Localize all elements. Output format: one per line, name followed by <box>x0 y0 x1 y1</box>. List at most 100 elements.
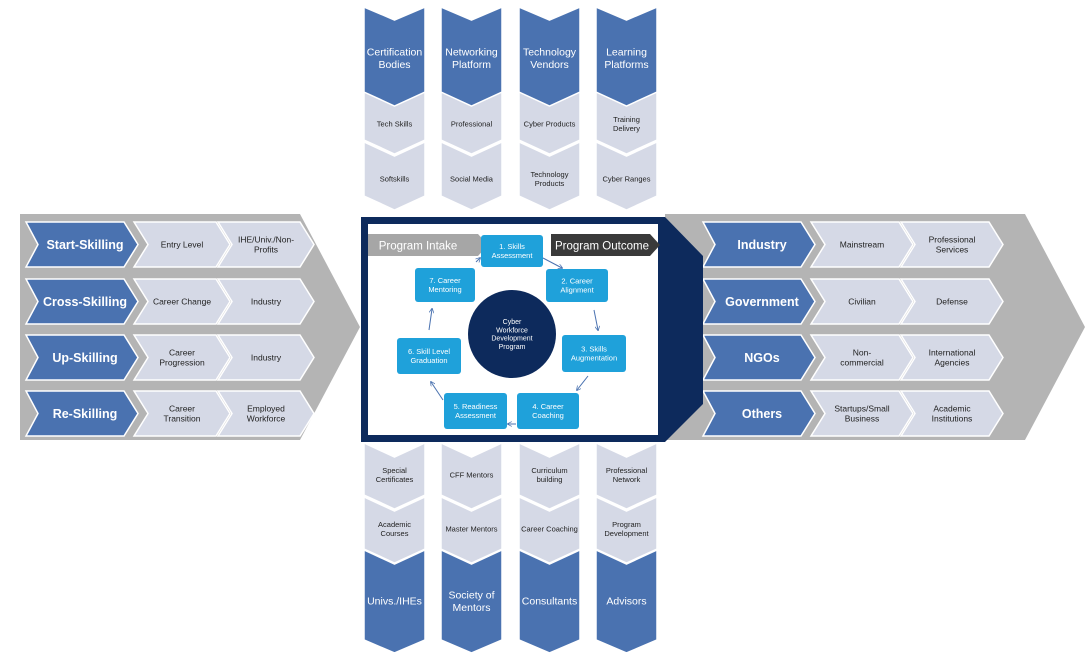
cycle-arrow-5 <box>431 382 444 401</box>
right-row-0-cell-0-label: Mainstream <box>840 239 884 249</box>
top-column-1-cell-1 <box>440 140 503 211</box>
left-row-1-cell-1-label: Industry <box>251 296 282 306</box>
bottom-column-0-cell-0 <box>363 441 426 510</box>
step-box-5 <box>444 393 507 429</box>
left-row-start-skilling: IHE/Univ./Non-Profits Entry Level Start-Sk… <box>24 221 315 268</box>
program-intake-banner <box>368 234 488 256</box>
bottom-column-2-cell-1 <box>518 495 581 564</box>
step-box-6 <box>397 338 461 374</box>
left-row-1-cell-0 <box>132 278 231 325</box>
top-column-3-cell-1-label: Cyber Ranges <box>603 175 651 184</box>
top-column-3-header <box>595 5 658 107</box>
bottom-column-3-header <box>595 548 658 654</box>
left-row-3-cell-0 <box>132 390 231 437</box>
left-row-0-header-label: Start-Skilling <box>46 238 123 252</box>
top-column-0-cell-0-label: Tech Skills <box>377 120 413 129</box>
right-row-2-cell-0-label: Non-commercial <box>840 347 884 367</box>
bottom-column-0-header-label: Univs./IHEs <box>367 596 422 608</box>
right-row-2-cell-1 <box>899 334 1004 381</box>
program-outcome-banner <box>551 234 660 256</box>
step-box-7 <box>415 268 475 302</box>
bottom-column-0-header <box>363 548 426 654</box>
bottom-column-1-cell-1 <box>440 495 503 564</box>
program-intake-label: Program Intake <box>379 241 458 253</box>
bottom-column-3-cell-1 <box>595 495 658 564</box>
left-row-0-header <box>24 221 139 268</box>
right-row-1-header-label: Government <box>725 295 799 309</box>
step-box-1 <box>481 235 543 267</box>
cycle-arrow-3 <box>577 375 589 390</box>
top-column-0-cell-1 <box>363 140 426 211</box>
bottom-column-2-header-label: Consultants <box>522 596 577 608</box>
left-background-arrow <box>20 214 360 440</box>
bottom-column-1-header <box>440 548 503 654</box>
right-row-3-cell-0 <box>809 390 914 437</box>
top-column-0-header <box>363 5 426 107</box>
right-row-3-header <box>701 390 816 437</box>
cycle-arrow-7 <box>476 258 480 262</box>
left-row-3-cell-1 <box>216 390 315 437</box>
left-row-2-header <box>24 334 139 381</box>
right-row-3-header-label: Others <box>742 407 782 421</box>
step-box-2 <box>546 269 608 302</box>
left-row-0-cell-0 <box>132 221 231 268</box>
left-row-2-cell-1 <box>216 334 315 381</box>
right-row-1-cell-1 <box>899 278 1004 325</box>
bottom-column-2-cell-0 <box>518 441 581 510</box>
bottom-column-3-header-label: Advisors <box>606 596 646 608</box>
right-row-3-cell-1 <box>899 390 1004 437</box>
cycle-arrow-2 <box>593 309 598 330</box>
left-row-1-header <box>24 278 139 325</box>
left-row-1-cell-0-label: Career Change <box>153 296 211 306</box>
right-row-1-header <box>701 278 816 325</box>
left-row-1-header-label: Cross-Skilling <box>43 295 127 309</box>
bottom-column-2-cell-1-label: Career Coaching <box>521 525 578 534</box>
step-box-4 <box>517 393 579 429</box>
left-row-2-cell-1-label: Industry <box>251 352 282 362</box>
right-row-2-cell-0 <box>809 334 914 381</box>
top-column-1-cell-0-label: Professional <box>451 120 493 129</box>
left-row-3-header-label: Re-Skilling <box>53 407 118 421</box>
left-row-0-cell-0-label: Entry Level <box>161 239 204 249</box>
right-row-2-header <box>701 334 816 381</box>
top-column-0-cell-1-label: Softskills <box>380 175 410 184</box>
left-row-0-cell-1-label: IHE/Univ./Non-Profits <box>238 234 294 254</box>
top-column-1-header <box>440 5 503 107</box>
bottom-column-3-cell-0 <box>595 441 658 510</box>
bottom-column-0-cell-1 <box>363 495 426 564</box>
cycle-arrow-6 <box>428 309 432 331</box>
program-hub-circle <box>468 290 556 378</box>
